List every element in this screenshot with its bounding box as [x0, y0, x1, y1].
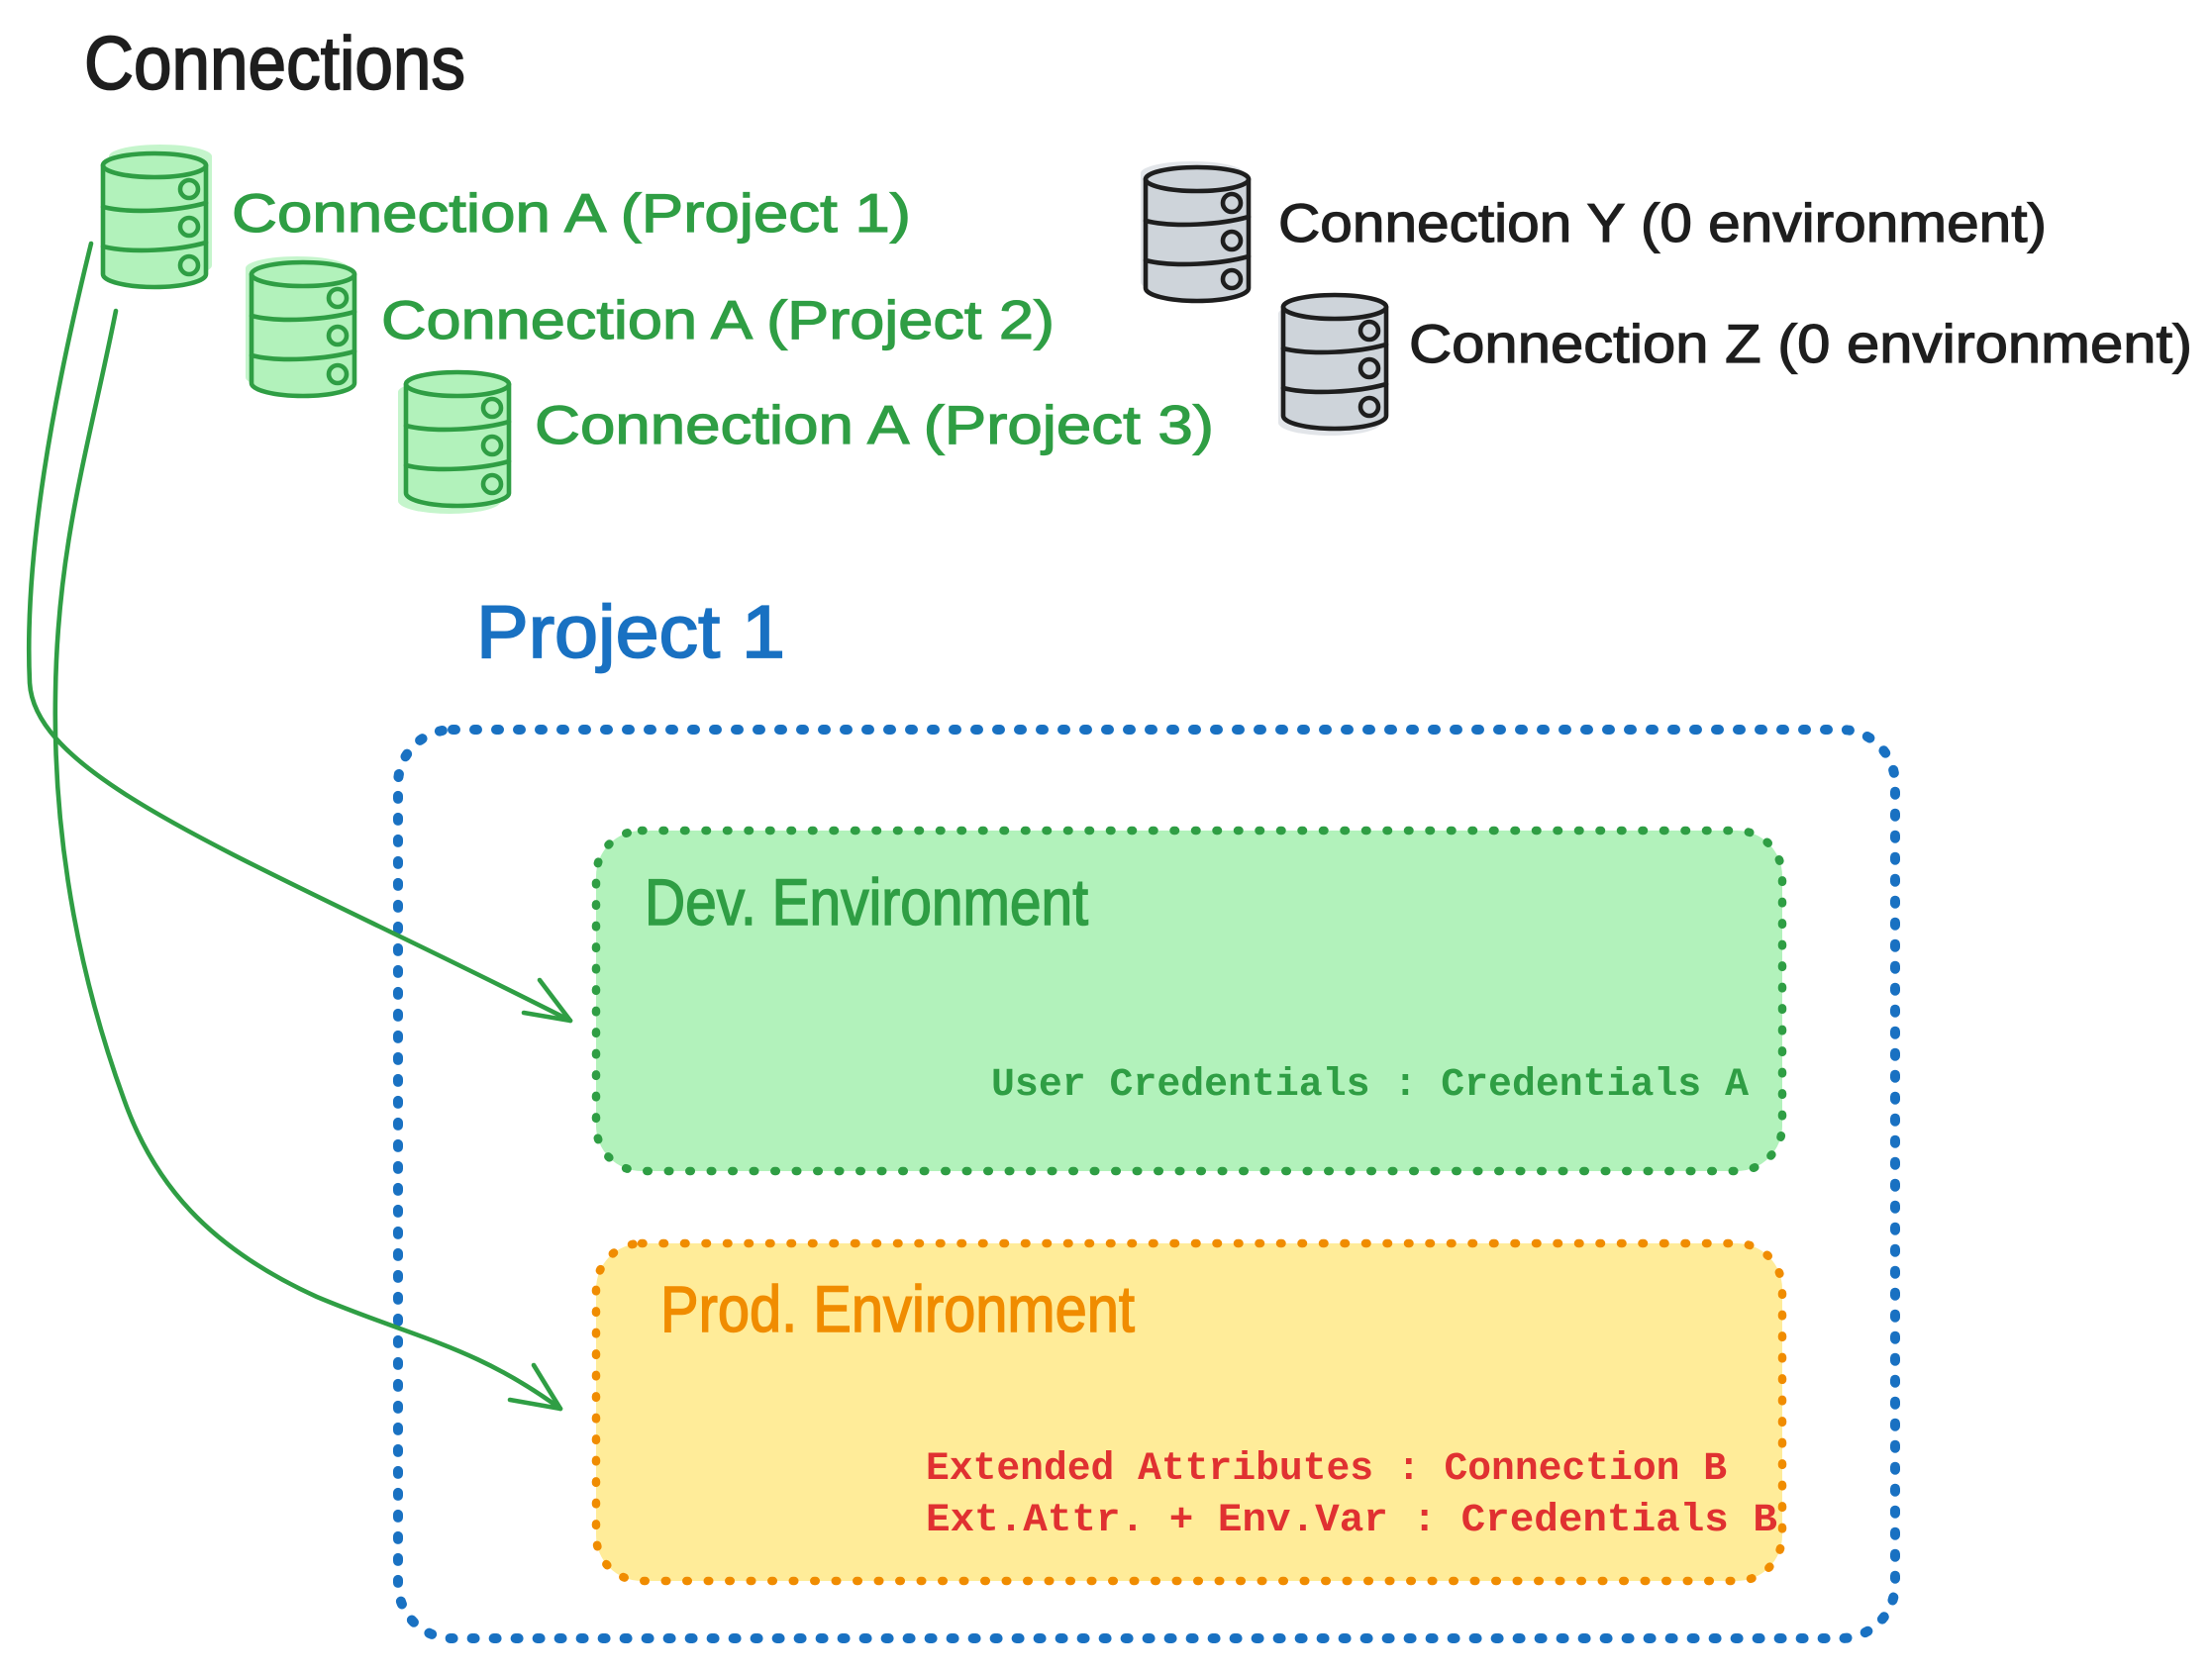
svg-text:User Credentials : Credentials: User Credentials : Credentials A [991, 1063, 1749, 1108]
svg-text:Dev. Environment: Dev. Environment [645, 865, 1088, 938]
svg-text:Connection A (Project 1): Connection A (Project 1) [232, 182, 911, 244]
svg-text:Connection Y (0 environment): Connection Y (0 environment) [1278, 192, 2047, 253]
svg-text:Connection A (Project 2): Connection A (Project 2) [381, 289, 1055, 350]
svg-text:Connection A (Project 3): Connection A (Project 3) [535, 394, 1214, 455]
svg-text:Connection Z (0 environment): Connection Z (0 environment) [1409, 313, 2192, 374]
svg-text:Prod. Environment: Prod. Environment [660, 1272, 1135, 1345]
svg-text:Ext.Attr. + Env.Var : Credenti: Ext.Attr. + Env.Var : Credentials B [926, 1499, 1777, 1543]
svg-text:Connections: Connections [84, 22, 465, 106]
svg-text:Project 1: Project 1 [476, 590, 785, 673]
svg-text:Extended Attributes : Connecti: Extended Attributes : Connection B [926, 1447, 1727, 1492]
